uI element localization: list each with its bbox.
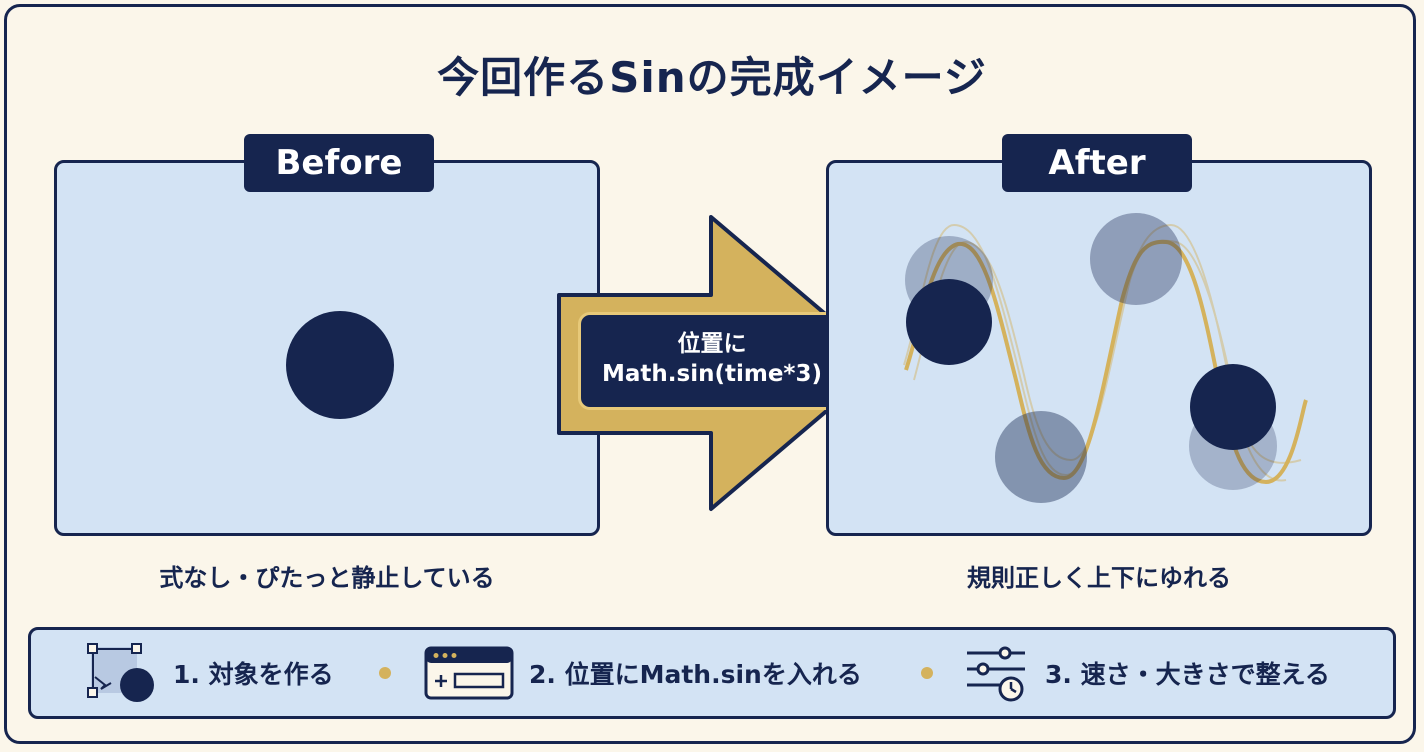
- step-2: 2. 位置にMath.sinを入れる: [423, 630, 862, 716]
- after-tag: After: [1002, 134, 1192, 192]
- arrow-formula-line1: 位置に: [677, 331, 747, 357]
- object-select-icon: [87, 643, 154, 702]
- static-ball: [286, 311, 394, 419]
- ball-left: [906, 279, 992, 365]
- step-1-label: 1. 対象を作る: [173, 660, 334, 689]
- page-title: 今回作るSinの完成イメージ: [437, 53, 987, 102]
- before-caption: 式なし・ぴたっと静止している: [159, 564, 495, 592]
- steps-bar: 1. 対象を作る 2. 位置にMath.sinを入れる 3. 速さ・大きさで整え: [28, 627, 1396, 719]
- before-tag: Before: [244, 134, 434, 192]
- arrow-formula-box: 位置に Math.sin(time*3): [578, 312, 846, 410]
- step-separator-2: [921, 667, 933, 679]
- arrow-formula-line2: Math.sin(time*3): [602, 361, 822, 387]
- ghost-ball-bottom: [995, 411, 1087, 503]
- sine-curve: [904, 239, 1308, 485]
- step-separator-1: [379, 667, 391, 679]
- step-3: 3. 速さ・大きさで整える: [963, 630, 1330, 716]
- code-window-icon: [424, 646, 514, 700]
- sliders-timer-icon: [967, 646, 1025, 702]
- sine-wave-illustration: [903, 213, 1308, 503]
- ball-right: [1190, 364, 1276, 450]
- ghost-ball-top: [1090, 213, 1182, 305]
- after-caption: 規則正しく上下にゆれる: [967, 564, 1231, 592]
- step-2-label: 2. 位置にMath.sinを入れる: [529, 660, 862, 689]
- step-3-label: 3. 速さ・大きさで整える: [1045, 660, 1330, 689]
- step-1: 1. 対象を作る: [83, 630, 334, 716]
